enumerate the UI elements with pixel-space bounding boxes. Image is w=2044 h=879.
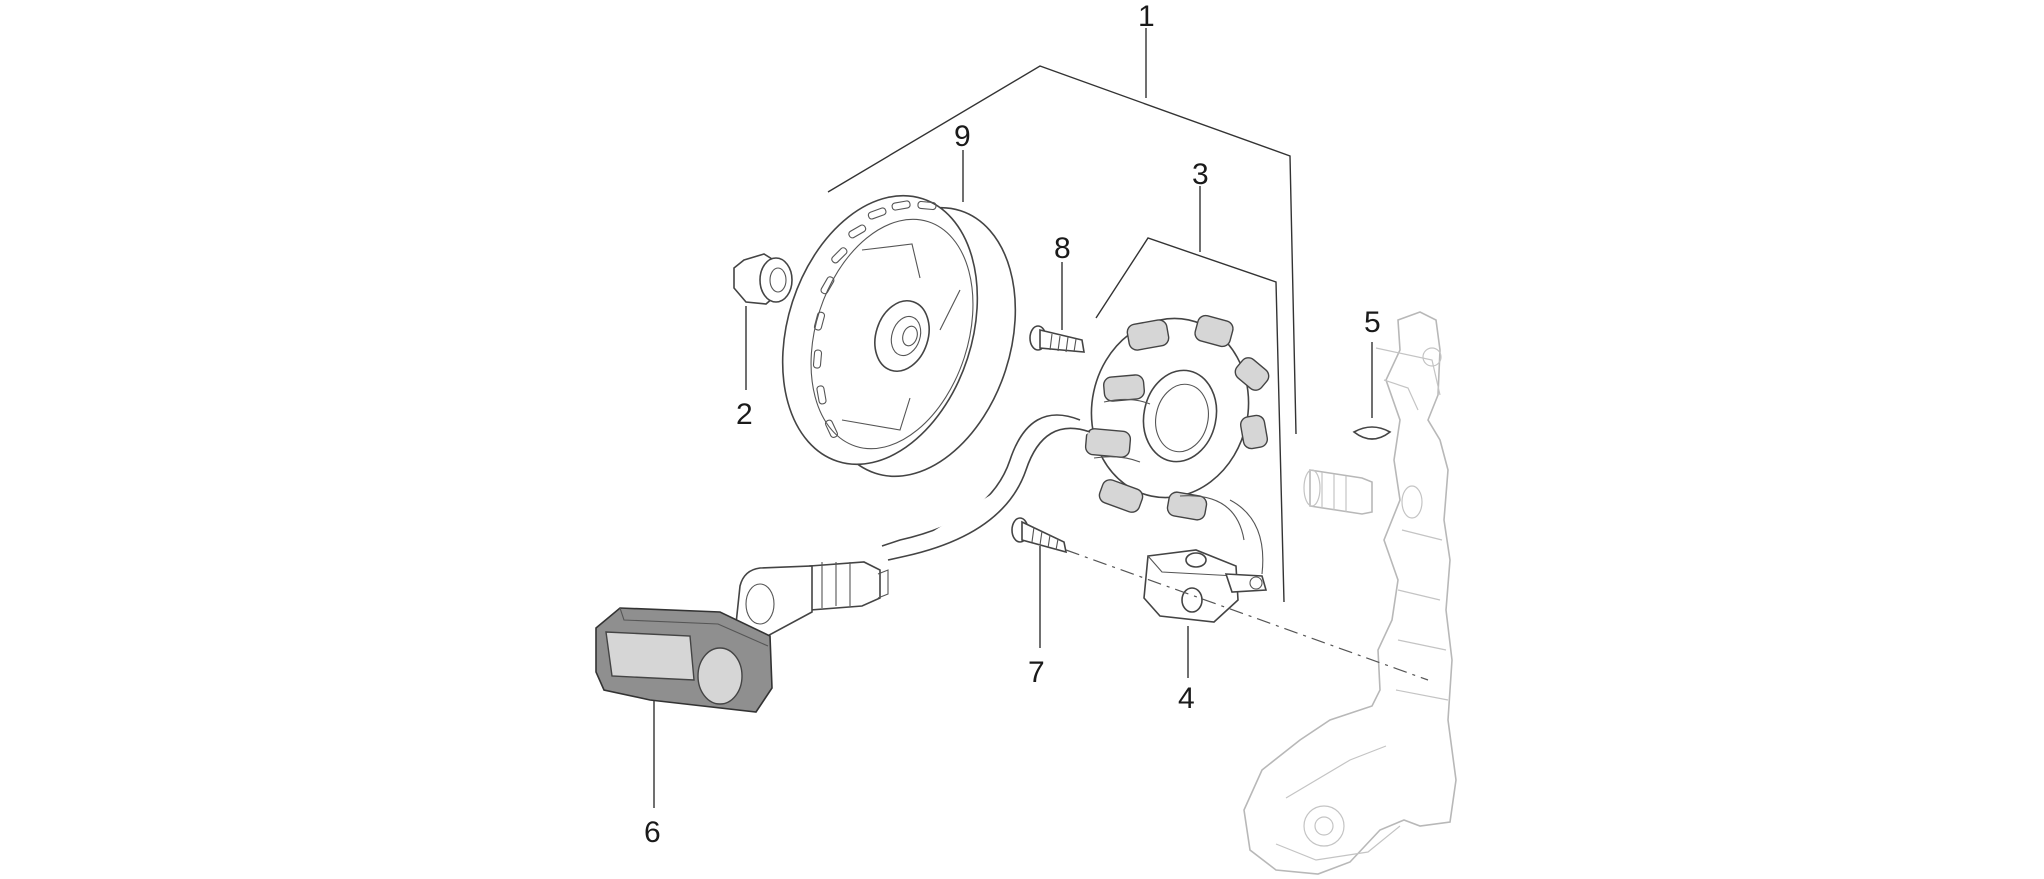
woodruff-key-icon	[1352, 426, 1392, 440]
callout-3: 3	[1192, 158, 1209, 191]
bracket-group-icon	[827, 65, 1297, 435]
callout-9: 9	[954, 120, 971, 153]
stator-icon	[1084, 314, 1270, 521]
stator-bracket	[1095, 237, 1285, 603]
connector-cover-icon	[595, 607, 773, 713]
assembly-axis-line	[1065, 549, 1429, 681]
screw-icon	[1011, 517, 1068, 554]
callout-1: 1	[1138, 0, 1155, 33]
pickup-sensor-icon	[1143, 549, 1268, 623]
flywheel-rotor-icon	[781, 194, 1017, 478]
callout-labels: 1 9 3 8 5 2 7 4 6	[644, 0, 1381, 849]
callout-6: 6	[644, 816, 661, 849]
callout-7: 7	[1028, 656, 1045, 689]
flange-nut-icon	[733, 253, 793, 305]
callout-2: 2	[736, 398, 753, 431]
screw-icon	[1029, 325, 1085, 353]
callout-4: 4	[1178, 682, 1195, 715]
leader-lines	[653, 28, 1373, 808]
connector-plug-icon	[735, 561, 889, 641]
callout-5: 5	[1364, 306, 1381, 339]
wiring-harness	[881, 414, 1264, 575]
crankcase-ghost	[1243, 311, 1457, 875]
callout-8: 8	[1054, 232, 1071, 265]
